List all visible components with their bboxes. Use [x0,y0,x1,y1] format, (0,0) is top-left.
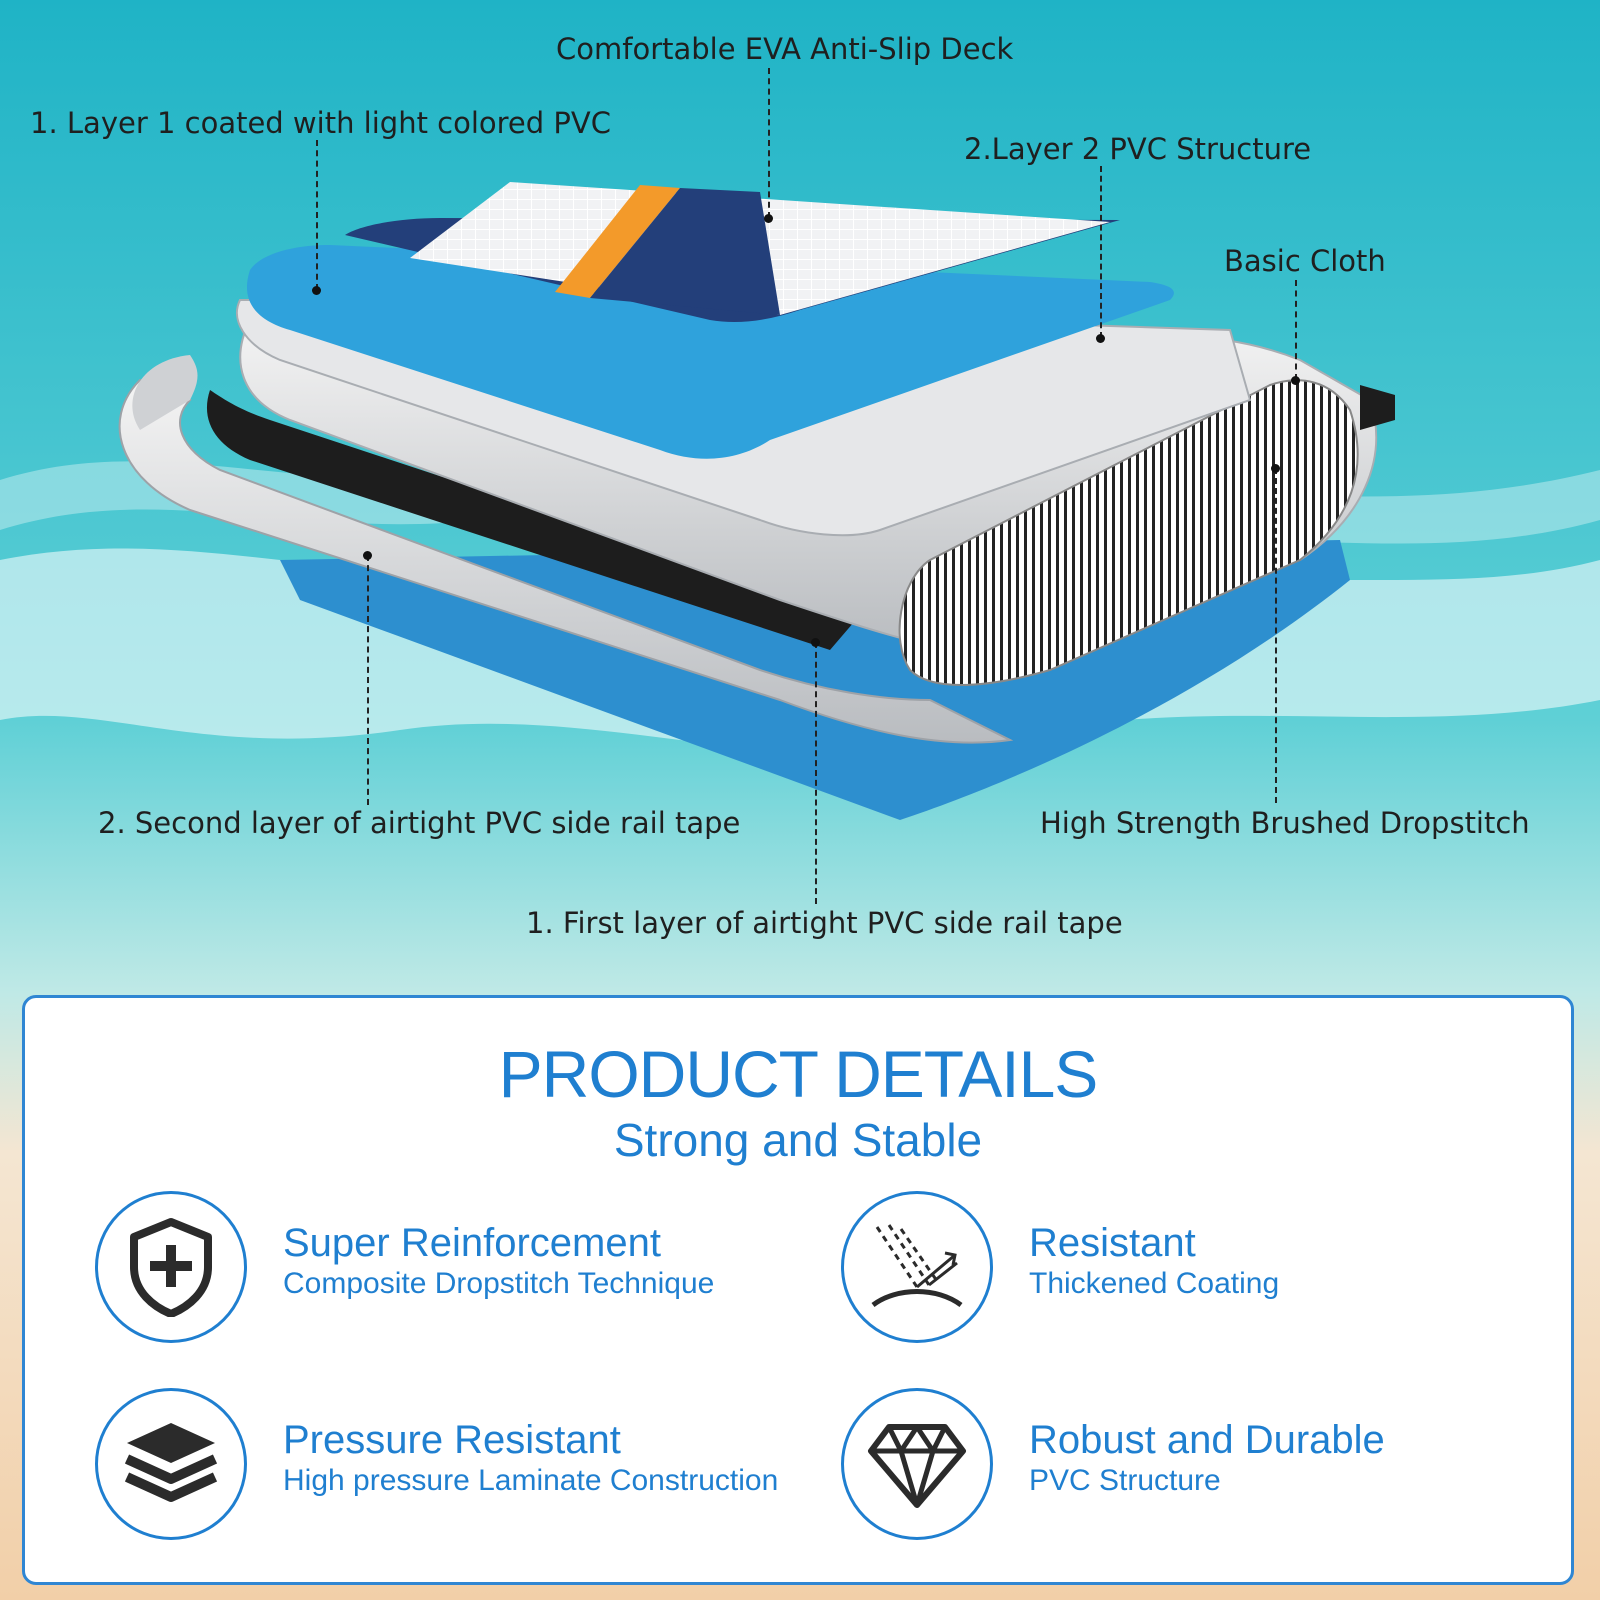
feature-subtitle: High pressure Laminate Construction [283,1464,779,1497]
layer1-callout: 1. Layer 1 coated with light colored PVC [30,106,611,140]
feature-resistant: Resistant Thickened Coating [841,1191,1541,1351]
panel-title: PRODUCT DETAILS [498,1037,1099,1111]
layer1-leader [316,140,318,290]
first-rail-dot [811,638,820,647]
product-details-panel: PRODUCT DETAILS Strong and Stable Super … [22,995,1574,1585]
first-rail-callout: 1. First layer of airtight PVC side rail… [526,906,1123,940]
feature-subtitle: Composite Dropstitch Technique [283,1267,715,1300]
feature-title: Resistant [1029,1221,1196,1265]
layer2-leader [1100,166,1102,338]
basic-cloth-callout: Basic Cloth [1224,244,1386,278]
feature-robust-durable: Robust and Durable PVC Structure [841,1388,1541,1548]
second-rail-callout: 2. Second layer of airtight PVC side rai… [98,806,741,840]
stacked-layers-icon [95,1388,247,1540]
deck-callout: Comfortable EVA Anti-Slip Deck [556,32,1014,66]
feature-subtitle: PVC Structure [1029,1464,1221,1497]
rain-deflect-icon [841,1191,993,1343]
second-rail-dot [363,551,372,560]
deck-leader [768,68,770,218]
feature-title: Robust and Durable [1029,1418,1385,1462]
basic-cloth-dot [1291,376,1300,385]
dropstitch-dot [1271,464,1280,473]
first-rail-leader [815,642,817,904]
black-rail-strip [206,390,861,650]
dropstitch-end [898,379,1359,686]
dropstitch-leader [1275,468,1277,803]
shield-plus-icon [95,1191,247,1343]
basic-cloth-leader [1295,280,1297,380]
layer2-dot [1096,334,1105,343]
feature-title: Pressure Resistant [283,1418,621,1462]
layer1-dot [312,286,321,295]
diamond-icon [841,1388,993,1540]
feature-subtitle: Thickened Coating [1029,1267,1280,1300]
feature-title: Super Reinforcement [283,1221,661,1265]
layer2-callout: 2.Layer 2 PVC Structure [964,132,1312,166]
panel-subtitle: Strong and Stable [613,1114,983,1166]
deck-dot [764,214,773,223]
feature-pressure-resistant: Pressure Resistant High pressure Laminat… [95,1388,795,1548]
layer1-blue [246,245,1174,459]
outer-rail-tape [118,378,1014,744]
dropstitch-callout: High Strength Brushed Dropstitch [1040,806,1530,840]
second-rail-leader [367,555,369,805]
feature-super-reinforcement: Super Reinforcement Composite Dropstitch… [95,1191,795,1351]
